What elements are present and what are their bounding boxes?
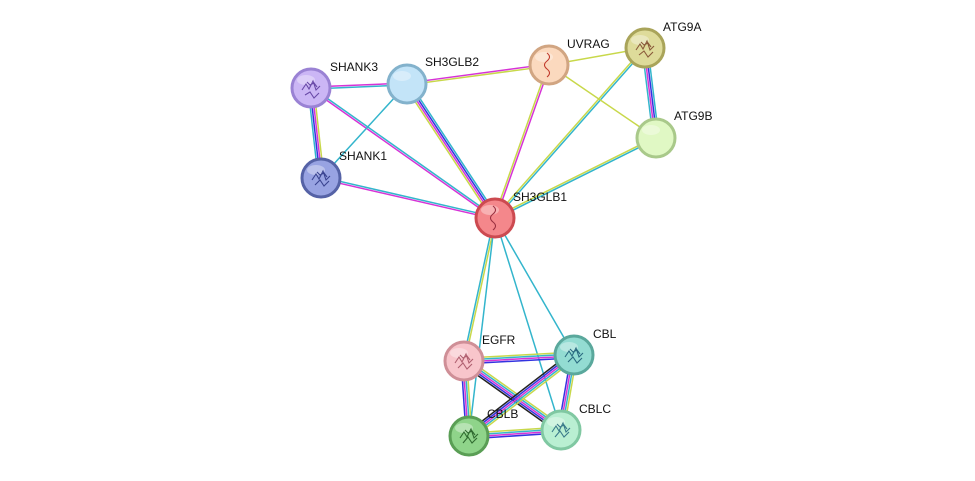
node-highlight [642,125,660,135]
node-cblb[interactable]: CBLB [448,407,518,457]
node-highlight [560,342,578,352]
edge-strand [406,63,549,84]
edge-strand [493,64,549,218]
edge-strand [321,176,496,218]
protein-structure-icon [311,169,331,187]
edge-strand [467,352,574,436]
node-label: CBLC [579,402,611,416]
node-circle[interactable] [528,44,570,86]
protein-structure-icon [489,205,497,231]
edge-strand [468,354,575,437]
node-sh3glb1[interactable]: SH3GLB1 [474,190,567,239]
edge-layer [307,46,660,440]
node-highlight [535,52,553,62]
node-label: SH3GLB2 [425,55,479,69]
edge-strand [495,65,551,219]
edge-sh3glb1-cblb [468,217,496,437]
protein-structure-icon [543,52,551,78]
edge-strand [495,138,657,220]
node-egfr[interactable]: EGFR [443,333,516,382]
node-highlight [307,165,325,175]
edge-sh3glb1-shank3 [310,86,496,220]
edge-strand [495,48,647,220]
node-shank1[interactable]: SHANK1 [300,149,387,199]
edge-strand [469,355,576,439]
edge-sh3glb1-atg9b [494,136,657,220]
edge-strand [405,84,495,219]
node-circle[interactable] [443,340,485,382]
node-highlight [393,71,411,81]
node-circle[interactable] [553,334,595,376]
node-label: SH3GLB1 [513,190,567,204]
node-atg9b[interactable]: ATG9B [635,109,712,159]
node-cbl[interactable]: CBL [553,327,617,376]
edge-uvrag-atg9b [548,64,657,139]
node-label: CBL [593,327,617,341]
edge-strand [493,46,645,218]
node-highlight [631,35,649,45]
node-cblc[interactable]: CBLC [540,402,611,451]
edge-strand [494,217,575,356]
edge-strand [462,217,495,361]
edge-strand [403,85,494,220]
edge-strand [466,351,573,434]
edge-sh3glb1-sh3glb2 [403,82,499,220]
node-atg9a[interactable]: ATG9A [624,20,701,69]
protein-structure-icon [635,39,655,58]
node-circle[interactable] [474,197,516,239]
node-circle[interactable] [624,27,666,69]
protein-structure-icon [454,352,474,370]
protein-structure-icon [564,346,584,364]
node-highlight [297,75,315,85]
edge-strand [407,65,550,86]
edge-sh3glb2-shank1 [320,83,408,179]
protein-structure-icon [551,421,571,438]
edge-strand [464,218,497,362]
edge-strand [548,64,657,139]
node-circle[interactable] [540,409,582,451]
edge-strand [494,136,656,218]
edge-strand [494,217,562,431]
edge-sh3glb1-egfr [462,217,497,362]
node-circle[interactable] [300,157,342,199]
edge-sh3glb1-cblc [494,217,562,431]
edge-strand [310,88,495,220]
node-label: EGFR [482,333,516,347]
node-label: SHANK3 [330,60,378,74]
edge-cbl-cblb [466,351,577,440]
edge-sh3glb1-shank1 [320,176,496,220]
edge-sh3glb1-atg9a [493,46,647,220]
node-circle[interactable] [290,67,332,109]
node-highlight [481,205,499,215]
edge-sh3glb1-cbl [494,217,575,356]
node-label: CBLB [487,407,518,421]
node-circle[interactable] [635,117,677,159]
node-label: ATG9A [663,20,701,34]
node-label: UVRAG [567,37,610,51]
node-layer: SH3GLB1 SHANK3 SH3GLB2 UVRAG ATG9A ATG9B SHANK… [290,20,712,457]
node-sh3glb2[interactable]: SH3GLB2 [386,55,479,105]
edge-strand [320,83,408,179]
edge-strand [407,83,497,218]
node-label: SHANK1 [339,149,387,163]
node-highlight [455,423,473,433]
edge-strand [470,357,577,440]
protein-structure-icon [301,79,321,99]
edge-sh3glb1-uvrag [493,64,551,219]
edge-strand [468,217,496,437]
edge-strand [311,86,496,218]
node-circle[interactable] [448,415,490,457]
node-highlight [547,417,565,427]
protein-structure-icon [459,427,479,444]
node-label: ATG9B [674,109,712,123]
node-circle[interactable] [386,63,428,105]
edge-sh3glb2-uvrag [406,63,550,86]
node-highlight [450,348,468,358]
node-uvrag[interactable]: UVRAG [528,37,610,86]
edge-strand [320,178,495,220]
node-shank3[interactable]: SHANK3 [290,60,378,109]
edge-strand [408,82,499,217]
